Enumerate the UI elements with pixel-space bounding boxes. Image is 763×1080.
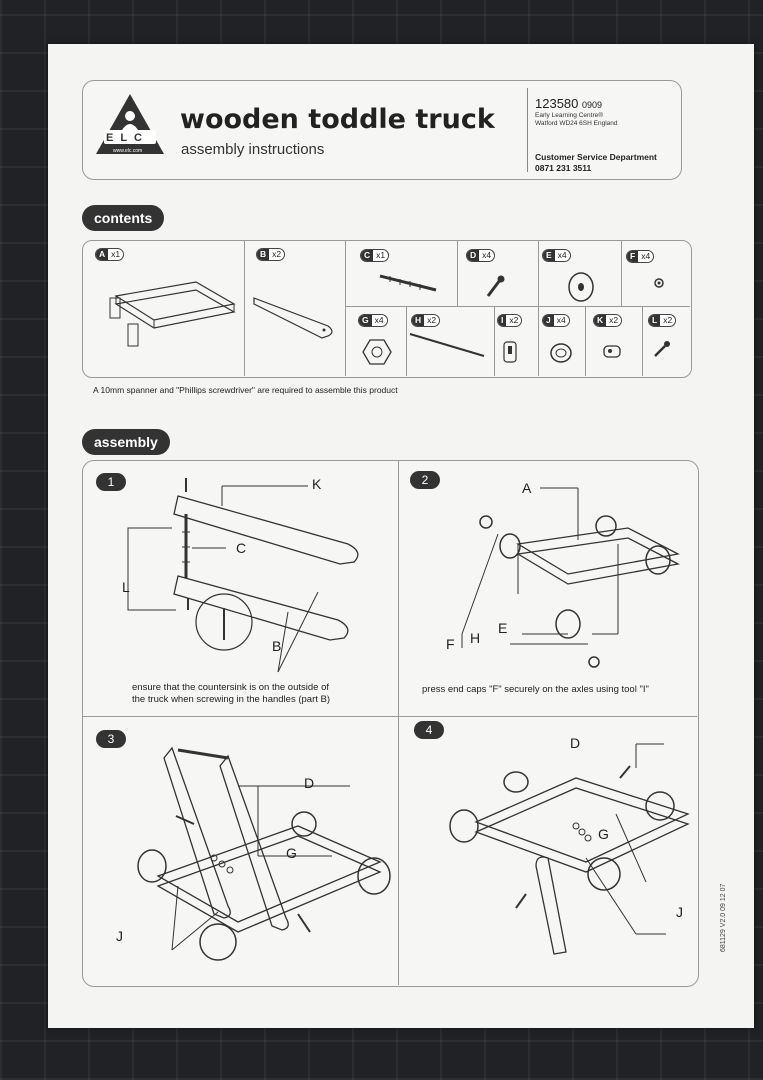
elc-logo-icon [96,94,164,154]
step-number-3: 3 [96,730,126,748]
grid-line [457,240,458,306]
part-a-frame-icon [109,281,236,347]
step-1-label-b: B [272,638,282,654]
grid-line [345,306,690,307]
contents-box [82,240,692,378]
step-3-label-g: G [286,845,297,861]
logo-letters: E L C [106,132,144,144]
step-2-label-h: H [470,630,481,646]
step-number-1: 1 [96,473,126,491]
step-3-label-d: D [304,775,315,791]
part-e-wheel-icon [568,272,594,302]
page-title: wooden toddle truck [180,104,495,135]
tools-note: A 10mm spanner and "Phillips screwdriver… [93,385,398,395]
grid-line [398,460,399,985]
part-k-plug-icon [603,345,621,358]
step-1-label-c: C [236,540,247,556]
step-number-4: 4 [414,721,444,739]
step-4-diagram [449,743,690,955]
step-3-diagram [137,746,391,961]
part-l-screw-icon [654,341,670,357]
grid-line [244,240,245,376]
part-g-nut-icon [362,339,392,365]
step-1-caption-line1: ensure that the countersink is on the ou… [132,682,329,693]
step-3-label-j: J [116,928,123,944]
product-code: 123580 0909 [535,96,602,111]
step-2-label-f: F [446,636,455,652]
page-subtitle: assembly instructions [181,141,325,158]
grid-line [585,306,586,376]
grid-line [82,716,697,717]
step-2-diagram [461,487,680,668]
grid-line [621,240,622,306]
version-code: 681129 V2.0 09 12 07 [720,883,727,952]
company-line1: Early Learning Centre® [535,112,604,119]
step-1-caption-line2: the truck when screwing in the handles (… [132,694,331,705]
part-i-tool-icon [503,341,517,363]
step-4-label-j: J [676,904,683,920]
step-number-2: 2 [410,471,440,489]
part-h-axle-icon [409,333,485,357]
part-j-washer-icon [550,343,572,363]
part-c-rod-icon [379,274,437,292]
service-phone: 0871 231 3511 [535,163,592,173]
logo-url: www.elc.com [113,148,143,154]
step-2-label-e: E [498,620,508,636]
part-b-handle-icon [253,297,333,339]
grid-line [642,306,643,376]
assembly-heading: assembly [82,429,170,455]
step-1-diagram [127,478,359,673]
product-code-number: 123580 [535,96,579,111]
header-box [82,80,682,180]
step-1-caption: ensure that the countersink is on the ou… [132,682,330,706]
step-4-label-d: D [570,735,581,751]
step-1-label-k: K [312,476,322,492]
contents-heading: contents [82,205,165,231]
header-divider [527,88,528,172]
instruction-sheet: E L C www.elc.com wooden toddle truck as… [48,44,754,1028]
grid-line [538,240,539,376]
service-title: Customer Service Department [535,152,657,162]
part-f-cap-icon [654,278,664,288]
step-2-caption: press end caps "F" securely on the axles… [422,684,649,695]
step-4-label-g: G [598,826,609,842]
company-line2: Watford WD24 6SH England [535,120,618,127]
grid-line [345,240,346,376]
product-code-suffix: 0909 [582,100,603,110]
step-2-label-a: A [522,480,532,496]
part-d-bolt-icon [486,275,505,297]
grid-line [494,306,495,376]
grid-line [406,306,407,376]
step-1-label-l: L [122,579,130,595]
